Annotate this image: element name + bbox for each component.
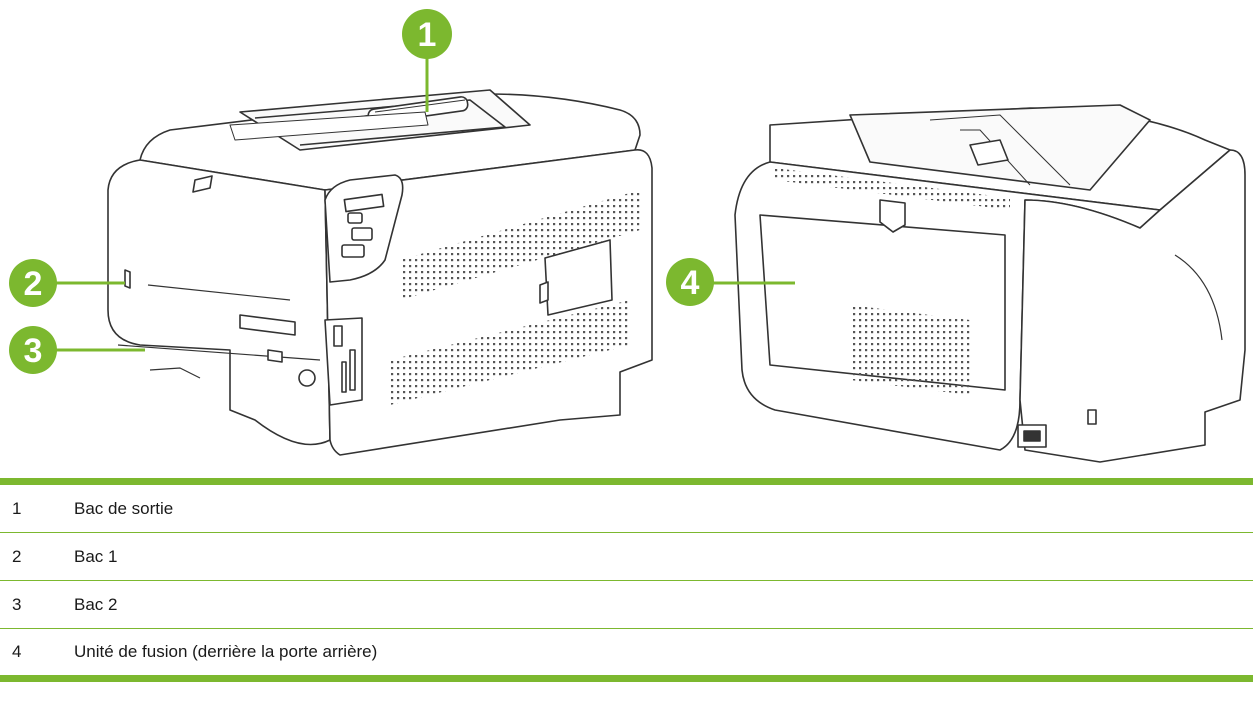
legend-row: 1 Bac de sortie — [0, 485, 1253, 533]
legend-row-number: 1 — [0, 499, 74, 519]
printer-front-view — [108, 90, 652, 455]
callout-2-label: 2 — [24, 265, 43, 303]
legend-bottom-rule — [0, 675, 1253, 682]
legend-row-number: 3 — [0, 595, 74, 615]
legend-table: 1 Bac de sortie 2 Bac 1 3 Bac 2 4 Unité … — [0, 478, 1253, 682]
callout-4-label: 4 — [681, 264, 700, 302]
printer-rear-view — [735, 105, 1245, 462]
legend-row-label: Bac 2 — [74, 595, 1253, 615]
legend-row: 2 Bac 1 — [0, 533, 1253, 581]
legend-row: 3 Bac 2 — [0, 581, 1253, 629]
legend-row-label: Unité de fusion (derrière la porte arriè… — [74, 642, 1253, 662]
legend-row-label: Bac de sortie — [74, 499, 1253, 519]
legend-row: 4 Unité de fusion (derrière la porte arr… — [0, 629, 1253, 675]
legend-row-number: 4 — [0, 642, 74, 662]
legend-row-number: 2 — [0, 547, 74, 567]
legend-row-label: Bac 1 — [74, 547, 1253, 567]
callout-3-label: 3 — [24, 332, 43, 370]
callout-1-label: 1 — [418, 16, 437, 54]
legend-top-rule — [0, 478, 1253, 485]
printer-illustration: 1 2 3 4 — [0, 0, 1253, 478]
